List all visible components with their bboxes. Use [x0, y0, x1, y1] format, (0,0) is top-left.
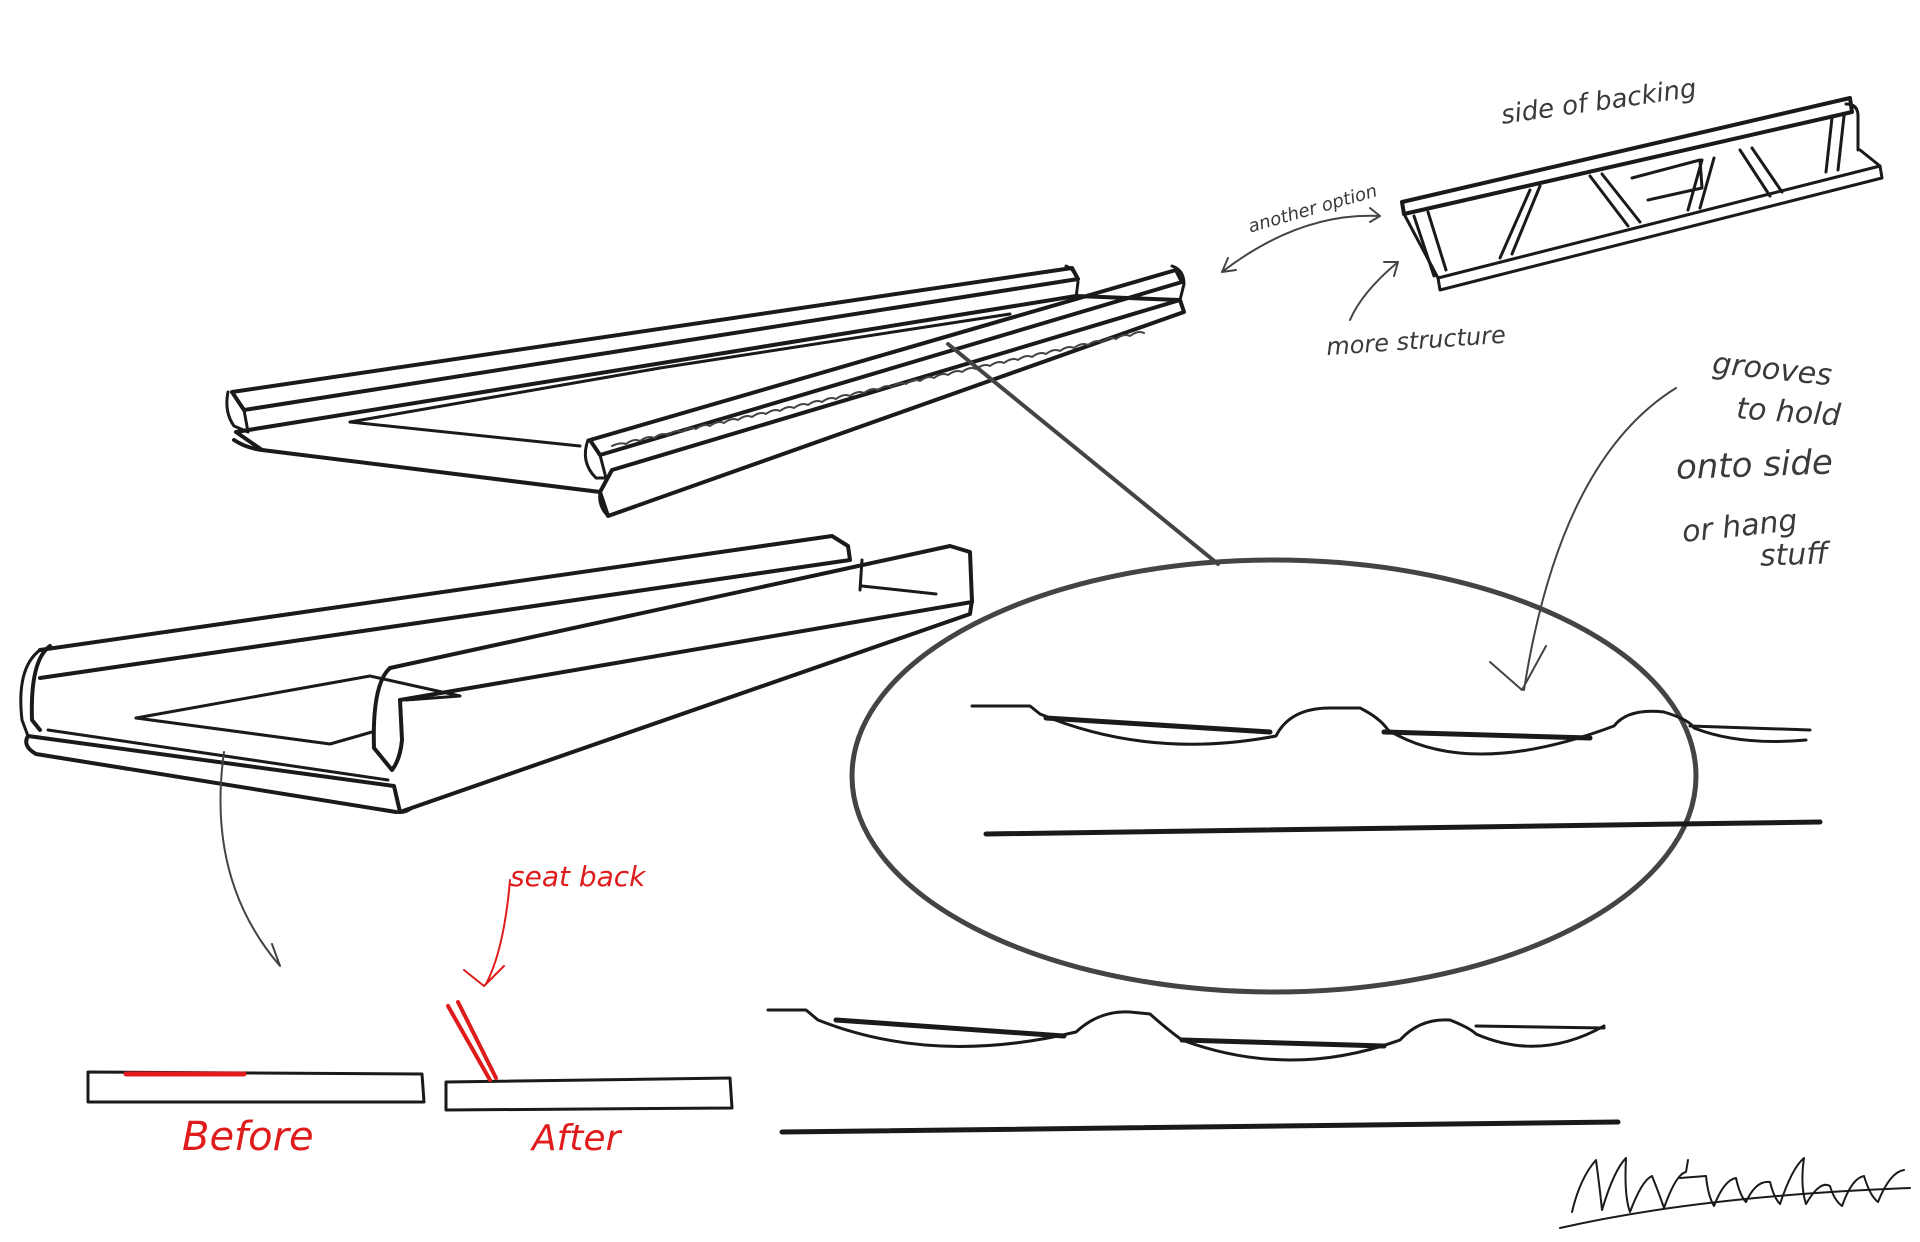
label-after: After	[530, 1118, 623, 1159]
after-diagram	[444, 1000, 734, 1112]
svg-text:onto side: onto side	[1675, 442, 1833, 487]
tray-to-detail-arrow	[219, 751, 281, 967]
svg-text:to hold: to hold	[1735, 391, 1843, 433]
more-structure-arrow	[1349, 261, 1399, 321]
upper-tray-sketch	[225, 264, 1186, 518]
groove-profile	[766, 1008, 1621, 1135]
note-side-of-backing: side of backing	[1499, 74, 1698, 131]
lower-tray-sketch	[19, 534, 974, 814]
note-more-structure: more structure	[1325, 321, 1506, 361]
note-grooves: grooves to hold onto side or hang stuff	[1675, 346, 1842, 574]
another-option-arrow	[1221, 207, 1381, 273]
note-seat-back: seat back	[510, 860, 647, 893]
before-diagram	[86, 1070, 426, 1104]
groove-detail-zoom	[849, 557, 1823, 995]
signature-scribble	[1559, 1157, 1911, 1229]
svg-text:grooves: grooves	[1711, 346, 1834, 393]
svg-text:stuff: stuff	[1759, 536, 1832, 573]
seat-back-arrow	[463, 879, 511, 987]
backing-truss-sketch	[1400, 96, 1884, 292]
zoom-leader-line	[946, 342, 1220, 566]
grooves-arrow	[1489, 387, 1677, 691]
label-before: Before	[182, 1114, 314, 1160]
note-another-option: another option	[1246, 181, 1380, 238]
